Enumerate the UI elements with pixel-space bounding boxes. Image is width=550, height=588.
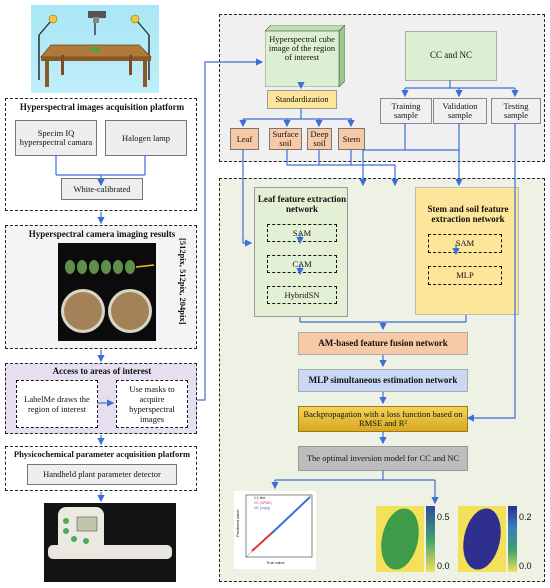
stem-sam-box: SAM <box>428 234 502 253</box>
masks-box: Use masks to acquire hyperspectral image… <box>116 380 188 428</box>
part-surface-soil: Surface soil <box>269 128 302 150</box>
detector-photo <box>44 503 176 582</box>
labelme-box: LabelMe draws the region of interest <box>16 380 98 428</box>
imaging-title: Hyperspectral camera imaging results <box>28 229 176 239</box>
part-leaf: Leaf <box>230 128 259 150</box>
backprop-box: Backpropagation with a loss function bas… <box>298 406 468 432</box>
acquisition-panel: Hyperspectral images acquisition platfor… <box>5 98 197 211</box>
acquisition-platform-illustration <box>31 5 159 93</box>
leaf-hybridsn-box: HybridSN <box>267 286 337 304</box>
mlp-box: MLP simultaneous estimation network <box>298 369 468 392</box>
stem-net-box: Stem and soil feature extraction network… <box>415 187 519 315</box>
white-calibrated-box: White-calibrated <box>61 178 143 200</box>
detector-box: Handheld plant parameter detector <box>27 464 177 485</box>
scatter-plot-svg <box>245 494 313 558</box>
nc-tick-low: 0.0 <box>519 561 532 571</box>
leaf-soil-samples-icon <box>61 260 155 333</box>
roi-title: Access to areas of interest <box>52 366 152 376</box>
scatter-legend-line: 1:1 line <box>254 496 266 500</box>
leaf-sam-box: SAM <box>267 224 337 242</box>
nc-leaf-map-icon <box>458 506 506 572</box>
table-lamps-camera-icon <box>38 11 152 87</box>
cc-tick-low: 0.0 <box>437 561 450 571</box>
acquisition-title: Hyperspectral images acquisition platfor… <box>19 102 185 112</box>
handheld-detector-icon <box>48 507 172 559</box>
stem-net-title: Stem and soil feature extraction network <box>427 204 509 224</box>
cc-tick-high: 0.5 <box>437 512 450 522</box>
physico-title: Physicochemical parameter acquisition pl… <box>13 449 191 459</box>
leaf-net-title: Leaf feature extraction network <box>257 194 347 214</box>
scatter-plot: 1:1 line CC (SPAD) NC (mg/g) True value … <box>234 491 316 569</box>
part-deep-soil: Deep soil <box>307 128 332 150</box>
stem-mlp-box: MLP <box>428 266 502 285</box>
scatter-xlabel: True value <box>266 560 285 565</box>
roi-panel: Access to areas of interest LabelMe draw… <box>5 363 197 434</box>
nc-map: 0.2 0.0 <box>458 506 538 572</box>
cc-colorbar <box>426 506 435 572</box>
physico-panel: Physicochemical parameter acquisition pl… <box>5 446 197 491</box>
scatter-legend-cc: CC (SPAD) <box>254 501 272 505</box>
testing-sample-box: Testing sample <box>491 98 541 124</box>
fusion-box: AM-based feature fusion network <box>298 332 468 355</box>
ccnc-box: CC and NC <box>405 31 497 81</box>
nc-tick-high: 0.2 <box>519 512 532 522</box>
camera-box: Specim IQ hyperspectral camara <box>15 120 97 156</box>
imaging-panel: Hyperspectral camera imaging results [51… <box>5 225 197 349</box>
training-sample-box: Training sample <box>380 98 432 124</box>
imaging-photo <box>58 243 156 341</box>
cc-leaf-map-icon <box>376 506 424 572</box>
scatter-ylabel: Predicted value <box>235 509 240 537</box>
hyperspectral-cube: Hyperspectral cube image of the region o… <box>264 24 346 88</box>
standardization-box: Standardization <box>267 90 337 109</box>
lamp-box: Halogen lamp <box>105 120 187 156</box>
model-panel: Leaf feature extraction network SAM CAM … <box>219 178 545 582</box>
scatter-legend-nc: NC (mg/g) <box>254 506 271 510</box>
preprocessing-panel: Hyperspectral cube image of the region o… <box>219 14 545 162</box>
part-stem: Stem <box>338 128 365 150</box>
validation-sample-box: Validation sample <box>433 98 487 124</box>
image-dimensions-label: [512pix, 512pix, 204pix] <box>178 238 188 325</box>
optimal-box: The optimal inversion model for CC and N… <box>298 446 468 471</box>
cube-icon <box>264 24 346 88</box>
leaf-cam-box: CAM <box>267 255 337 273</box>
cube-label: Hyperspectral cube image of the region o… <box>268 34 336 62</box>
leaf-net-box: Leaf feature extraction network SAM CAM … <box>254 187 348 317</box>
nc-colorbar <box>508 506 517 572</box>
cc-map: 0.5 0.0 <box>376 506 450 572</box>
